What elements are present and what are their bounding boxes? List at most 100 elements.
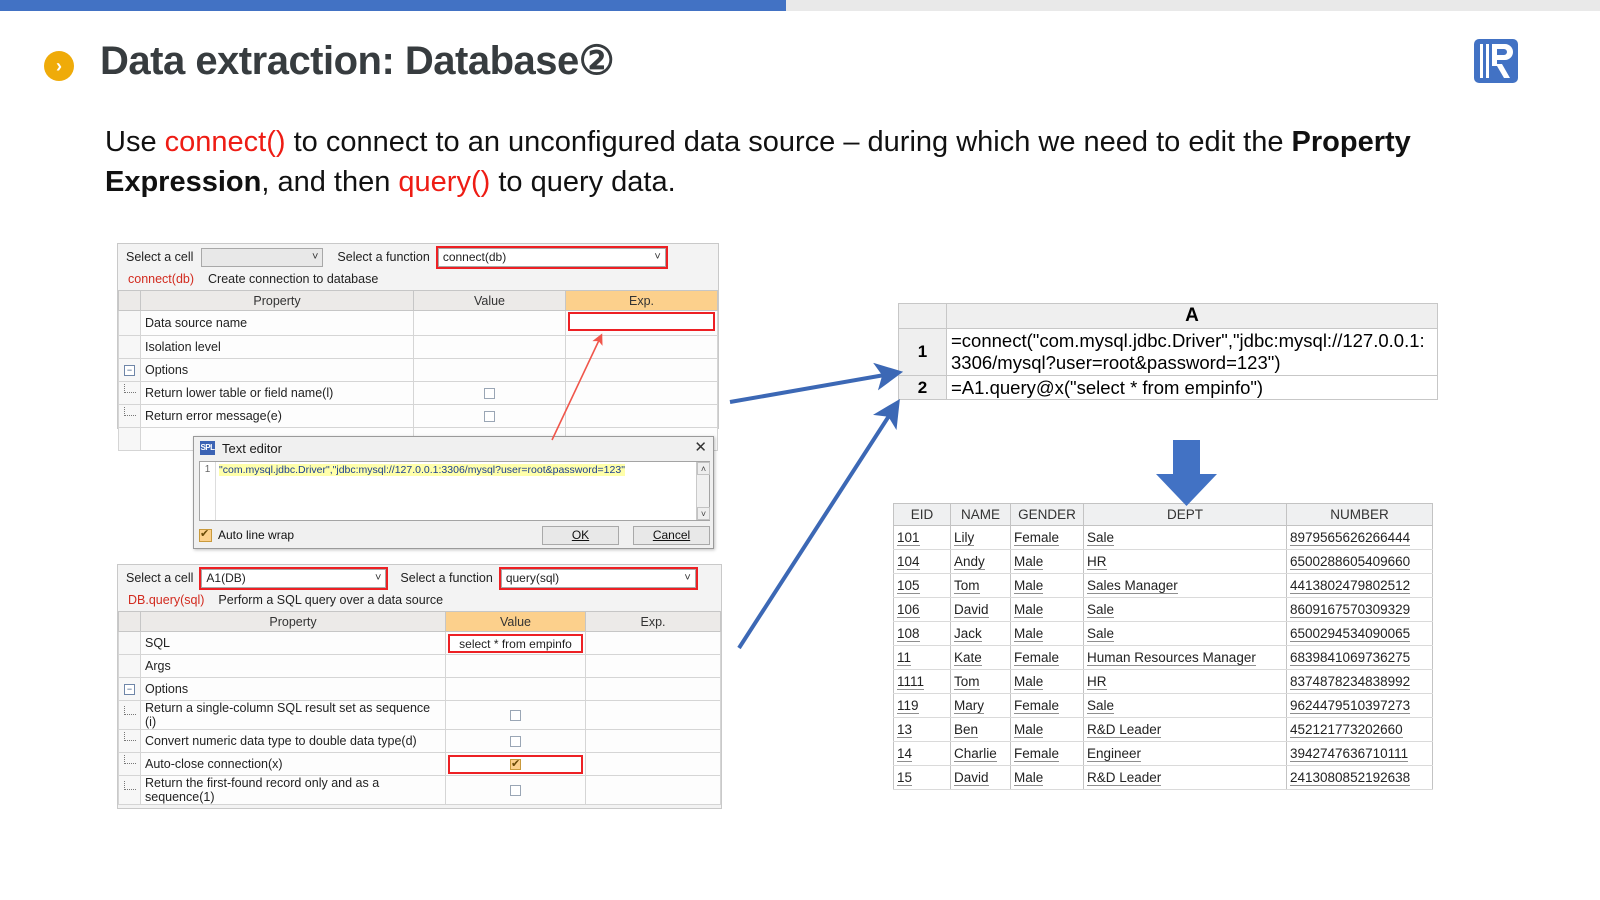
cell-dept[interactable]: R&D Leader: [1083, 765, 1287, 790]
table-row[interactable]: Auto-close connection(x): [118, 752, 721, 776]
prop-checkbox-cell[interactable]: [445, 775, 586, 805]
select-cell-dropdown[interactable]: ˅: [201, 247, 324, 267]
prop-value[interactable]: [413, 310, 566, 336]
cell-eid[interactable]: 14: [893, 741, 951, 766]
cell-number[interactable]: 9624479510397273: [1286, 693, 1433, 718]
editor-scrollbar[interactable]: ˄ ˅: [696, 462, 710, 520]
table-row[interactable]: Data source name: [118, 310, 718, 336]
table-row[interactable]: Isolation level: [118, 335, 718, 359]
cell-dept[interactable]: Sale: [1083, 525, 1287, 550]
cell-number[interactable]: 452121773202660: [1286, 717, 1433, 742]
checkbox[interactable]: [510, 736, 521, 748]
cell-gender[interactable]: Female: [1010, 525, 1084, 550]
table-row[interactable]: Return a single-column SQL result set as…: [118, 700, 721, 730]
table-row[interactable]: Args: [118, 654, 721, 678]
cell-name[interactable]: Mary: [950, 693, 1011, 718]
cell-gender[interactable]: Female: [1010, 741, 1084, 766]
cancel-button[interactable]: Cancel: [633, 525, 710, 545]
expand-collapse-toggle[interactable]: −: [118, 358, 141, 382]
cell-dept[interactable]: HR: [1083, 549, 1287, 574]
prop-value-cell[interactable]: select * from empinfo: [445, 631, 586, 655]
checkbox-checked[interactable]: [510, 757, 521, 772]
cell-number[interactable]: 8979565626266444: [1286, 525, 1433, 550]
chevron-down-icon[interactable]: ˅: [697, 507, 710, 520]
table-row[interactable]: Convert numeric data type to double data…: [118, 729, 721, 753]
cell-name[interactable]: Jack: [950, 621, 1011, 646]
cell-name[interactable]: David: [950, 765, 1011, 790]
cell-name[interactable]: Tom: [950, 669, 1011, 694]
cell-gender[interactable]: Female: [1010, 645, 1084, 670]
cell-dept[interactable]: HR: [1083, 669, 1287, 694]
expand-collapse-toggle[interactable]: −: [118, 677, 141, 701]
prop-exp[interactable]: [565, 381, 718, 405]
select-cell-dropdown[interactable]: A1(DB) ˅: [199, 566, 389, 590]
cell-dept[interactable]: Human Resources Manager: [1083, 645, 1287, 670]
cell-gender[interactable]: Male: [1010, 597, 1084, 622]
auto-line-wrap-checkbox[interactable]: [199, 527, 212, 542]
cell-name[interactable]: Charlie: [950, 741, 1011, 766]
cell-name[interactable]: Ben: [950, 717, 1011, 742]
cell-dept[interactable]: R&D Leader: [1083, 717, 1287, 742]
prop-checkbox-cell[interactable]: [445, 700, 586, 730]
cell-eid[interactable]: 106: [893, 597, 951, 622]
cell-eid[interactable]: 119: [893, 693, 951, 718]
cell-number[interactable]: 6500294534090065: [1286, 621, 1433, 646]
prop-exp[interactable]: [585, 631, 721, 655]
cell-eid[interactable]: 108: [893, 621, 951, 646]
prop-exp[interactable]: [585, 729, 721, 753]
cell-dept[interactable]: Sale: [1083, 597, 1287, 622]
cell-name[interactable]: Lily: [950, 525, 1011, 550]
cell-number[interactable]: 6839841069736275: [1286, 645, 1433, 670]
cell-a1[interactable]: =connect("com.mysql.jdbc.Driver","jdbc:m…: [946, 328, 1438, 376]
prop-exp[interactable]: [585, 752, 721, 776]
cell-eid[interactable]: 1111: [893, 669, 951, 694]
cell-grid-row[interactable]: 1 =connect("com.mysql.jdbc.Driver","jdbc…: [898, 328, 1438, 376]
prop-exp[interactable]: [565, 335, 718, 359]
cell-gender[interactable]: Male: [1010, 765, 1084, 790]
prop-value[interactable]: [445, 654, 586, 678]
cell-grid-row[interactable]: 2 =A1.query@x("select * from empinfo"): [898, 374, 1438, 401]
table-row-group[interactable]: − Options: [118, 358, 718, 382]
cell-eid[interactable]: 15: [893, 765, 951, 790]
cell-eid[interactable]: 11: [893, 645, 951, 670]
select-function-dropdown[interactable]: connect(db) ˅: [435, 245, 668, 269]
table-row[interactable]: SQL select * from empinfo: [118, 631, 721, 655]
cell-gender[interactable]: Female: [1010, 693, 1084, 718]
prop-exp-cell[interactable]: [565, 310, 718, 336]
prop-checkbox-cell[interactable]: [413, 404, 566, 428]
exp-input-highlight[interactable]: [568, 312, 715, 331]
sql-value-input[interactable]: select * from empinfo: [448, 633, 583, 653]
cell-dept[interactable]: Sales Manager: [1083, 573, 1287, 598]
prop-exp[interactable]: [585, 775, 721, 805]
cell-number[interactable]: 3942747636710111: [1286, 741, 1433, 766]
cell-name[interactable]: Kate: [950, 645, 1011, 670]
table-row-group[interactable]: − Options: [118, 677, 721, 701]
select-function-dropdown[interactable]: query(sql) ˅: [498, 566, 698, 590]
cell-dept[interactable]: Sale: [1083, 693, 1287, 718]
prop-exp[interactable]: [585, 700, 721, 730]
cell-number[interactable]: 4413802479802512: [1286, 573, 1433, 598]
prop-value[interactable]: [413, 335, 566, 359]
editor-text-area[interactable]: "com.mysql.jdbc.Driver","jdbc:mysql://12…: [216, 462, 696, 520]
table-row[interactable]: Return lower table or field name(l): [118, 381, 718, 405]
cell-eid[interactable]: 101: [893, 525, 951, 550]
cell-number[interactable]: 8609167570309329: [1286, 597, 1433, 622]
cell-name[interactable]: Tom: [950, 573, 1011, 598]
prop-exp[interactable]: [565, 404, 718, 428]
cell-name[interactable]: David: [950, 597, 1011, 622]
close-icon[interactable]: ✕: [694, 439, 707, 456]
cell-number[interactable]: 6500288605409660: [1286, 549, 1433, 574]
table-row[interactable]: Return the first-found record only and a…: [118, 775, 721, 805]
cell-gender[interactable]: Male: [1010, 621, 1084, 646]
checkbox[interactable]: [484, 411, 495, 423]
